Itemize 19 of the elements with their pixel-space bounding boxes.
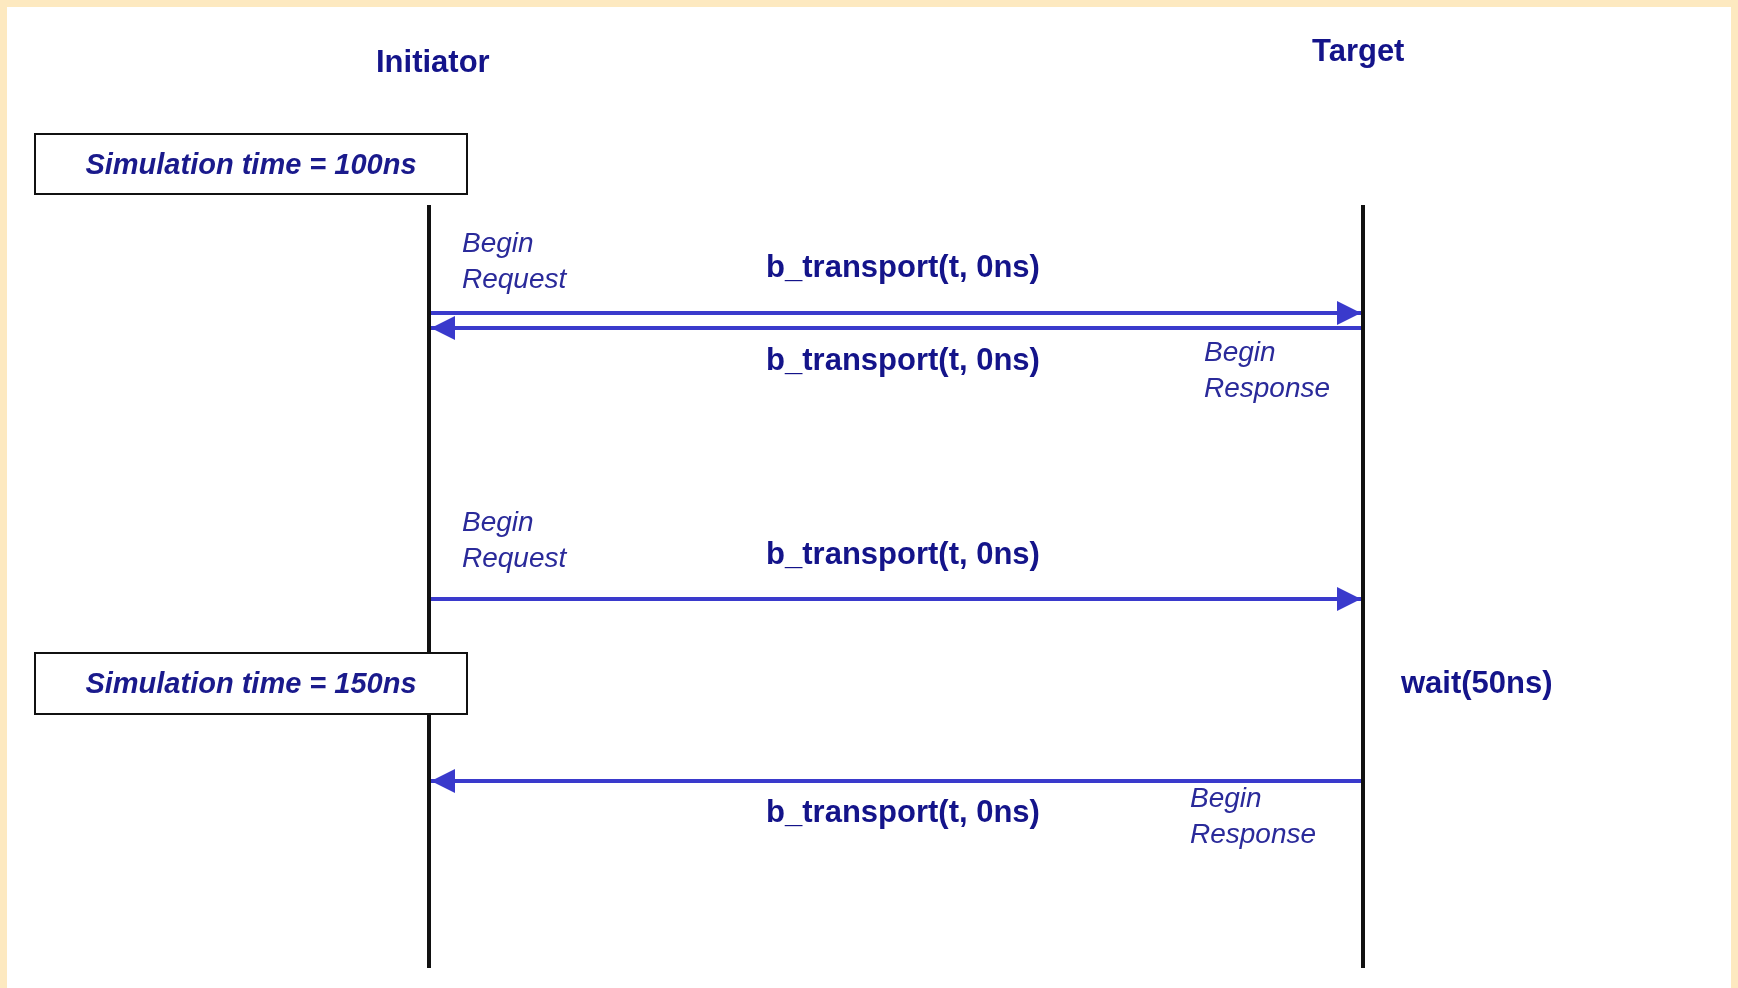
edge-label: b_transport(t, 0ns) bbox=[766, 794, 1040, 830]
lifeline bbox=[1361, 205, 1365, 968]
phase-label: Begin Response bbox=[1204, 335, 1332, 406]
edge-label: b_transport(t, 0ns) bbox=[766, 249, 1040, 285]
column-heading: Target bbox=[1312, 33, 1405, 69]
column-heading: Initiator bbox=[376, 44, 490, 80]
edge-label: b_transport(t, 0ns) bbox=[766, 342, 1040, 378]
lifeline bbox=[427, 205, 431, 968]
delay-label: wait(50ns) bbox=[1401, 665, 1553, 701]
time-box: Simulation time = 150ns bbox=[34, 652, 468, 715]
phase-label: Begin Request bbox=[462, 226, 568, 297]
arrow bbox=[431, 301, 1361, 325]
edge-label: b_transport(t, 0ns) bbox=[766, 536, 1040, 572]
arrow bbox=[431, 587, 1361, 611]
time-box: Simulation time = 100ns bbox=[34, 133, 468, 195]
phase-label: Begin Request bbox=[462, 505, 568, 576]
arrow bbox=[431, 316, 1361, 340]
phase-label: Begin Response bbox=[1190, 781, 1318, 852]
arrow bbox=[431, 769, 1361, 793]
